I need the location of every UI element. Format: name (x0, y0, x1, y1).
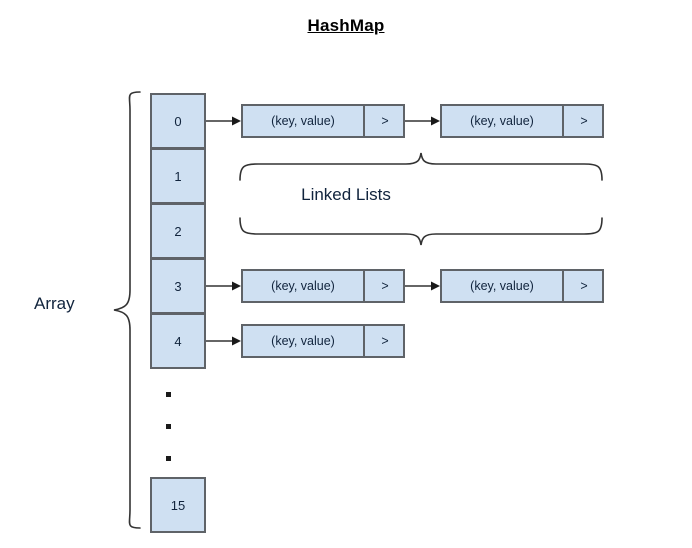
list-node[interactable]: (key, value) > (241, 324, 405, 358)
node-key-value: (key, value) (243, 106, 365, 136)
node-key-value: (key, value) (442, 271, 564, 301)
array-slot-label: 15 (170, 497, 186, 513)
ellipsis-dot (166, 424, 171, 429)
array-slot-label: 2 (174, 223, 182, 239)
array-slot-1[interactable]: 1 (150, 148, 206, 204)
array-slot-2[interactable]: 2 (150, 203, 206, 259)
array-slot-15[interactable]: 15 (150, 477, 206, 533)
array-slot-0[interactable]: 0 (150, 93, 206, 149)
list-node[interactable]: (key, value) > (440, 104, 604, 138)
node-key-value: (key, value) (243, 326, 365, 356)
arrow-node1-to-node2 (405, 116, 440, 126)
node-next-pointer: > (381, 334, 389, 348)
array-slot-3[interactable]: 3 (150, 258, 206, 314)
linked-lists-brace-lower (239, 217, 603, 246)
array-slot-label: 0 (174, 113, 182, 129)
array-slot-label: 4 (174, 333, 182, 349)
linked-lists-brace-upper (239, 152, 603, 181)
arrow-slot3-to-node1 (206, 281, 241, 291)
array-slot-label: 3 (174, 278, 182, 294)
arrow-node1-to-node2 (405, 281, 440, 291)
list-node[interactable]: (key, value) > (241, 269, 405, 303)
node-next-pointer: > (381, 114, 389, 128)
node-next-pointer: > (580, 279, 588, 293)
array-slot-label: 1 (174, 168, 182, 184)
page-title: HashMap (307, 16, 385, 35)
node-key-value: (key, value) (243, 271, 365, 301)
arrow-slot4-to-node1 (206, 336, 241, 346)
node-next-pointer: > (580, 114, 588, 128)
ellipsis-dot (166, 456, 171, 461)
arrow-slot0-to-node1 (206, 116, 241, 126)
array-brace (113, 91, 141, 529)
node-next-pointer: > (381, 279, 389, 293)
array-slot-4[interactable]: 4 (150, 313, 206, 369)
list-node[interactable]: (key, value) > (241, 104, 405, 138)
array-label: Array (34, 294, 75, 313)
node-key-value: (key, value) (442, 106, 564, 136)
ellipsis-dot (166, 392, 171, 397)
linked-lists-label: Linked Lists (301, 185, 391, 204)
list-node[interactable]: (key, value) > (440, 269, 604, 303)
